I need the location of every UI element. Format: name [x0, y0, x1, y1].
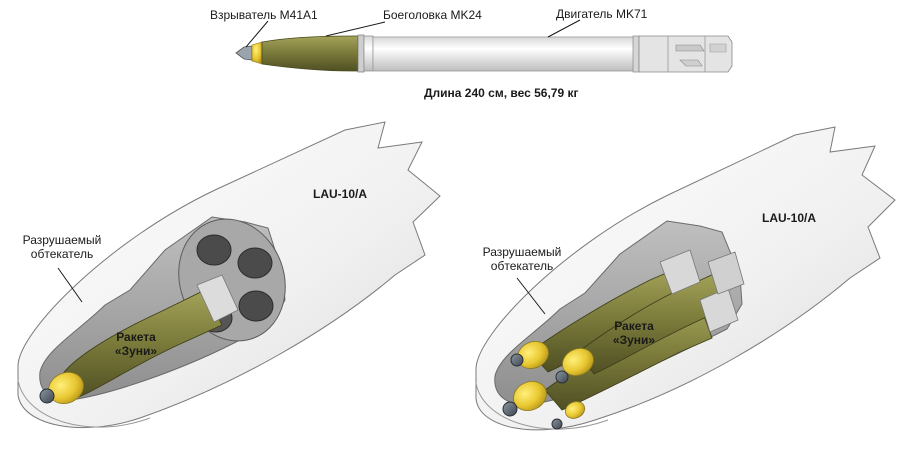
- fairing-label-right: Разрушаемый обтекатель: [474, 245, 570, 273]
- fairing-label-left: Разрушаемый обтекатель: [14, 233, 110, 261]
- warhead-body: [261, 35, 359, 72]
- fairing-label-right-line2: обтекатель: [490, 259, 554, 273]
- fairing-label-left-line2: обтекатель: [30, 247, 94, 261]
- fuze-tip: [235, 45, 253, 61]
- rocket-label-right: Ракета «Зуни»: [606, 319, 662, 347]
- warhead-motor-joint: [357, 34, 365, 73]
- fairing-label-right-line1: Разрушаемый: [482, 245, 562, 259]
- pod-leader-lines: [57, 267, 546, 315]
- motor-tube: [372, 36, 636, 72]
- motor-tail-fins: [638, 35, 733, 73]
- launcher-label-right: LAU-10/A: [762, 211, 817, 225]
- rocket-label-left-line2: «Зуни»: [114, 344, 158, 358]
- spec-caption: Длина 240 см, вес 56,79 кг: [424, 86, 579, 100]
- launcher-pod-right: [475, 126, 896, 431]
- rocket-label-left: Ракета «Зуни»: [108, 330, 164, 358]
- motor-label: Двигатель MK71: [556, 7, 648, 21]
- launcher-pod-left: [17, 121, 441, 429]
- warhead-label: Боеголовка MK24: [383, 8, 482, 22]
- fairing-label-left-line1: Разрушаемый: [22, 233, 102, 247]
- rocket-label-right-line1: Ракета: [614, 319, 654, 333]
- rocket-nose-right-4: [564, 401, 586, 419]
- top-leader-lines: [245, 19, 581, 48]
- zuni-rocket-side-view: [235, 34, 733, 73]
- rocket-fuze-left: [39, 388, 55, 404]
- launcher-label-left: LAU-10/A: [313, 187, 368, 201]
- rocket-label-left-line1: Ракета: [116, 330, 156, 344]
- tube-opening-left: [196, 234, 232, 266]
- fuze-band: [251, 41, 263, 65]
- rocket-label-right-line2: «Зуни»: [612, 333, 656, 347]
- fuze-label: Взрыватель M41A1: [210, 8, 318, 22]
- rocket-nose-right-2: [562, 348, 594, 376]
- rocket-body-left: [59, 289, 223, 401]
